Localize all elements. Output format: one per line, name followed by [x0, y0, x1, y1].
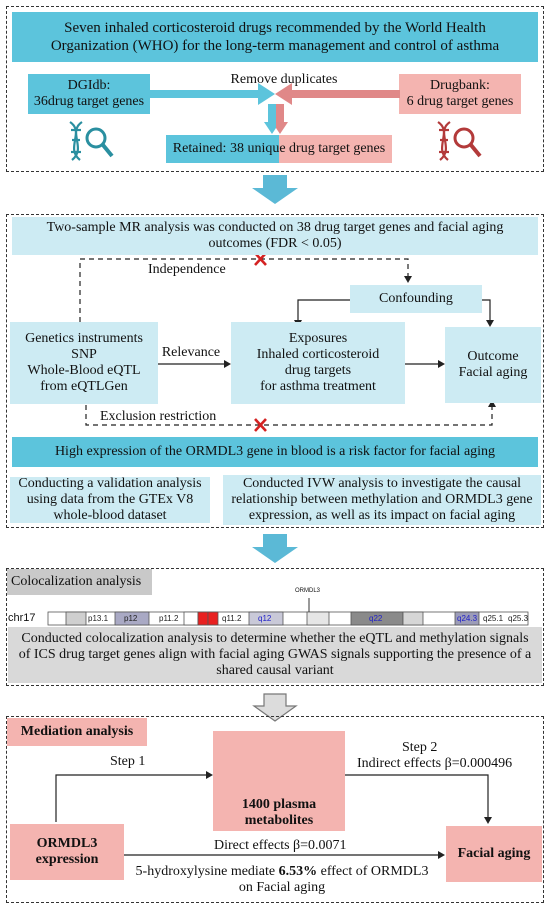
drugbank-count: 6 drug target genes	[406, 94, 514, 109]
chromosome-label: chr17	[8, 612, 36, 624]
outcome-line-2: Facial aging	[458, 365, 528, 380]
drugbank-name: Drugbank:	[430, 78, 490, 93]
metabolites-line-1: 1400 plasma	[241, 797, 317, 812]
dgidb-count: 36drug target genes	[33, 94, 145, 109]
outcome-line-1: Outcome	[467, 349, 519, 364]
indirect-effects-label: Indirect effects β=0.000496	[357, 756, 513, 771]
facial-aging-box: Facial aging	[446, 826, 542, 882]
genetics-line-3: Whole-Blood eQTL	[27, 363, 141, 378]
gene-label: ORMDL3	[295, 588, 321, 594]
mediation-result-pre: 5-hydroxylysine mediate	[135, 864, 279, 879]
finding-box: High expression of the ORMDL3 gene in bl…	[12, 437, 538, 467]
genetics-line-4: from eQTLGen	[40, 379, 128, 394]
mediation-result-post: effect of ORMDL3	[317, 864, 429, 879]
genetics-instruments-box: Genetics instruments SNP Whole-Blood eQT…	[10, 322, 158, 404]
section-mr-analysis	[6, 214, 544, 528]
band-label: q11.2	[222, 614, 242, 623]
validation-box: Conducting a validation analysis using d…	[10, 476, 210, 523]
coloc-title-box: Colocalization analysis	[7, 569, 152, 595]
coloc-description-box: Conducted colocalization analysis to det…	[8, 627, 542, 683]
who-title-box: Seven inhaled corticosteroid drugs recom…	[12, 12, 538, 62]
independence-label: Independence	[148, 262, 226, 277]
band-label: p13.1	[88, 614, 109, 623]
step2-label: Step 2	[402, 740, 438, 755]
step1-label: Step 1	[110, 754, 146, 769]
big-arrow-1	[252, 175, 298, 204]
band-label: p11.2	[159, 614, 179, 623]
mediation-percent: 6.53%	[278, 864, 318, 879]
exclusion-label: Exclusion restriction	[100, 409, 217, 424]
mr-title: Two-sample MR analysis was conducted on …	[46, 220, 504, 251]
mediation-title-box: Mediation analysis	[7, 718, 147, 746]
validation-label: Conducting a validation analysis using d…	[18, 476, 202, 523]
big-arrow-2	[252, 534, 298, 563]
confounding-label: Confounding	[379, 291, 453, 306]
section-colocalization	[6, 568, 544, 686]
ormdl3-line-1: ORMDL3	[36, 836, 98, 851]
section-mediation	[6, 716, 544, 903]
mediation-title: Mediation analysis	[20, 724, 134, 739]
confounding-box: Confounding	[350, 285, 482, 313]
dgidb-name: DGIdb:	[67, 78, 111, 93]
direct-effects-label: Direct effects β=0.0071	[214, 838, 347, 853]
band-label: q25.3	[508, 614, 529, 623]
retained-label: Retained: 38 unique drug target genes	[172, 141, 386, 156]
mediation-result-line2: on Facial aging	[238, 880, 326, 895]
metabolites-line-2: metabolites	[244, 813, 314, 828]
metabolites-label: 1400 plasma metabolites	[213, 796, 345, 830]
band-label: p12	[124, 614, 138, 623]
outcome-box: Outcome Facial aging	[445, 327, 541, 403]
genetics-line-1: Genetics instruments	[25, 331, 143, 346]
dgidb-box: DGIdb: 36drug target genes	[28, 74, 150, 114]
drugbank-box: Drugbank: 6 drug target genes	[399, 74, 521, 114]
mr-title-box: Two-sample MR analysis was conducted on …	[12, 217, 538, 255]
band-label: q22	[369, 614, 383, 623]
band-label: q12	[258, 614, 272, 623]
relevance-label: Relevance	[161, 345, 221, 360]
ormdl3-line-2: expression	[35, 852, 99, 867]
coloc-description: Conducted colocalization analysis to det…	[18, 631, 532, 678]
band-label: q25.1	[483, 614, 504, 623]
retained-box	[166, 135, 392, 163]
section-drug-selection	[6, 6, 544, 172]
remove-duplicates-label: Remove duplicates	[230, 72, 338, 87]
exposures-line-1: Exposures	[288, 331, 348, 346]
exposures-line-3: drug targets	[284, 363, 352, 378]
exposures-line-2: Inhaled corticosteroid	[256, 347, 380, 362]
ivw-box: Conducted IVW analysis to investigate th…	[223, 475, 541, 525]
genetics-line-2: SNP	[71, 347, 97, 362]
coloc-title: Colocalization analysis	[11, 574, 142, 589]
mediation-result: 5-hydroxylysine mediate 6.53% effect of …	[122, 864, 442, 896]
facial-aging-label: Facial aging	[457, 846, 531, 861]
ormdl3-box: ORMDL3 expression	[10, 824, 124, 880]
finding-label: High expression of the ORMDL3 gene in bl…	[54, 444, 496, 459]
metabolites-box	[213, 731, 345, 831]
exposures-line-4: for asthma treatment	[260, 379, 376, 394]
ivw-label: Conducted IVW analysis to investigate th…	[231, 476, 533, 523]
who-title: Seven inhaled corticosteroid drugs recom…	[50, 20, 500, 54]
band-label: q24.3	[457, 614, 478, 623]
exposures-box: Exposures Inhaled corticosteroid drug ta…	[231, 322, 405, 404]
